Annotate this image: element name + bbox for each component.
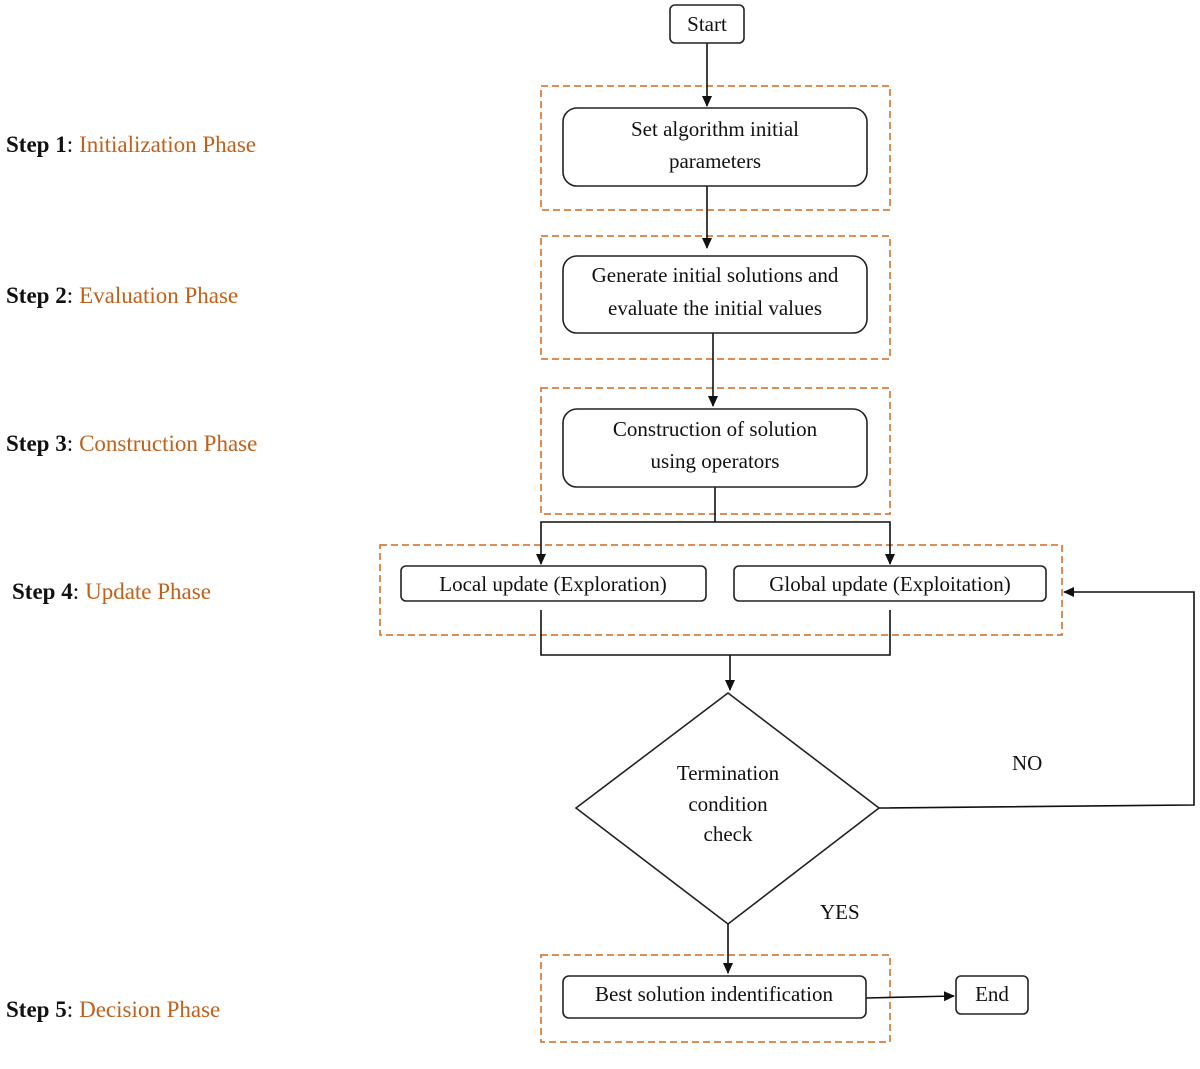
- step-label-3: Step 3:Construction Phase: [6, 431, 257, 456]
- phase-box-evaluation: [540, 235, 891, 360]
- edge-best-to-end: [865, 991, 955, 1002]
- step-3-separator: :: [67, 431, 73, 456]
- step-label-4: Step 4:Update Phase: [12, 579, 211, 604]
- step-label-1: Step 1:Initialization Phase: [6, 132, 256, 157]
- step-5-phase: Decision Phase: [79, 997, 220, 1022]
- step-1-number: Step 1: [6, 132, 67, 157]
- step-5-separator: :: [67, 997, 73, 1022]
- step-label-5: Step 5:Decision Phase: [6, 997, 220, 1022]
- step-2-separator: :: [67, 283, 73, 308]
- evaluate-label-line-1: Generate initial solutions and: [592, 263, 839, 287]
- init-label-line-1: Set algorithm initial: [631, 117, 799, 141]
- edge-local-merge: [540, 610, 891, 656]
- end-node: End: [955, 975, 1029, 1015]
- edge-label-no: NO: [1012, 751, 1042, 775]
- step-3-phase: Construction Phase: [79, 431, 257, 456]
- construct-label-line-1: Construction of solution: [613, 417, 818, 441]
- step-2-phase: Evaluation Phase: [79, 283, 238, 308]
- start-label: Start: [687, 12, 727, 36]
- termination-label-line-2: condition: [688, 792, 768, 816]
- step-4-number: Step 4: [12, 579, 73, 604]
- init-label-line-2: parameters: [669, 149, 761, 173]
- init-node: Set algorithm initial parameters: [562, 107, 868, 187]
- phase-box-initialization: [540, 85, 891, 211]
- step-1-separator: :: [67, 132, 73, 157]
- phase-box-decision: [540, 954, 891, 1043]
- global-update-label: Global update (Exploitation): [769, 572, 1010, 596]
- global-update-node: Global update (Exploitation): [733, 565, 1047, 602]
- local-update-label: Local update (Exploration): [439, 572, 666, 596]
- step-4-phase: Update Phase: [85, 579, 211, 604]
- edge-label-yes: YES: [820, 900, 860, 924]
- step-2-number: Step 2: [6, 283, 67, 308]
- step-4-separator: :: [73, 579, 79, 604]
- start-node: Start: [669, 4, 745, 44]
- termination-label-line-1: Termination: [677, 761, 780, 785]
- best-solution-label: Best solution indentification: [595, 982, 833, 1006]
- step-5-number: Step 5: [6, 997, 67, 1022]
- best-solution-node: Best solution indentification: [562, 975, 867, 1019]
- evaluate-node: Generate initial solutions and evaluate …: [562, 255, 868, 334]
- step-1-phase: Initialization Phase: [79, 132, 256, 157]
- evaluate-label-line-2: evaluate the initial values: [608, 296, 822, 320]
- edge-termination-no-loop: [878, 587, 1195, 809]
- termination-decision-node: Termination condition check: [574, 691, 881, 926]
- termination-label-line-3: check: [704, 822, 753, 846]
- edge-split-to-global: [715, 521, 895, 565]
- end-label: End: [975, 982, 1009, 1006]
- local-update-node: Local update (Exploration): [400, 565, 707, 602]
- step-3-number: Step 3: [6, 431, 67, 456]
- construct-node: Construction of solution using operators: [562, 408, 868, 488]
- edge-split-to-local: [536, 521, 715, 565]
- step-label-2: Step 2:Evaluation Phase: [6, 283, 238, 308]
- construct-label-line-2: using operators: [651, 449, 780, 473]
- phase-box-update: [379, 544, 1063, 636]
